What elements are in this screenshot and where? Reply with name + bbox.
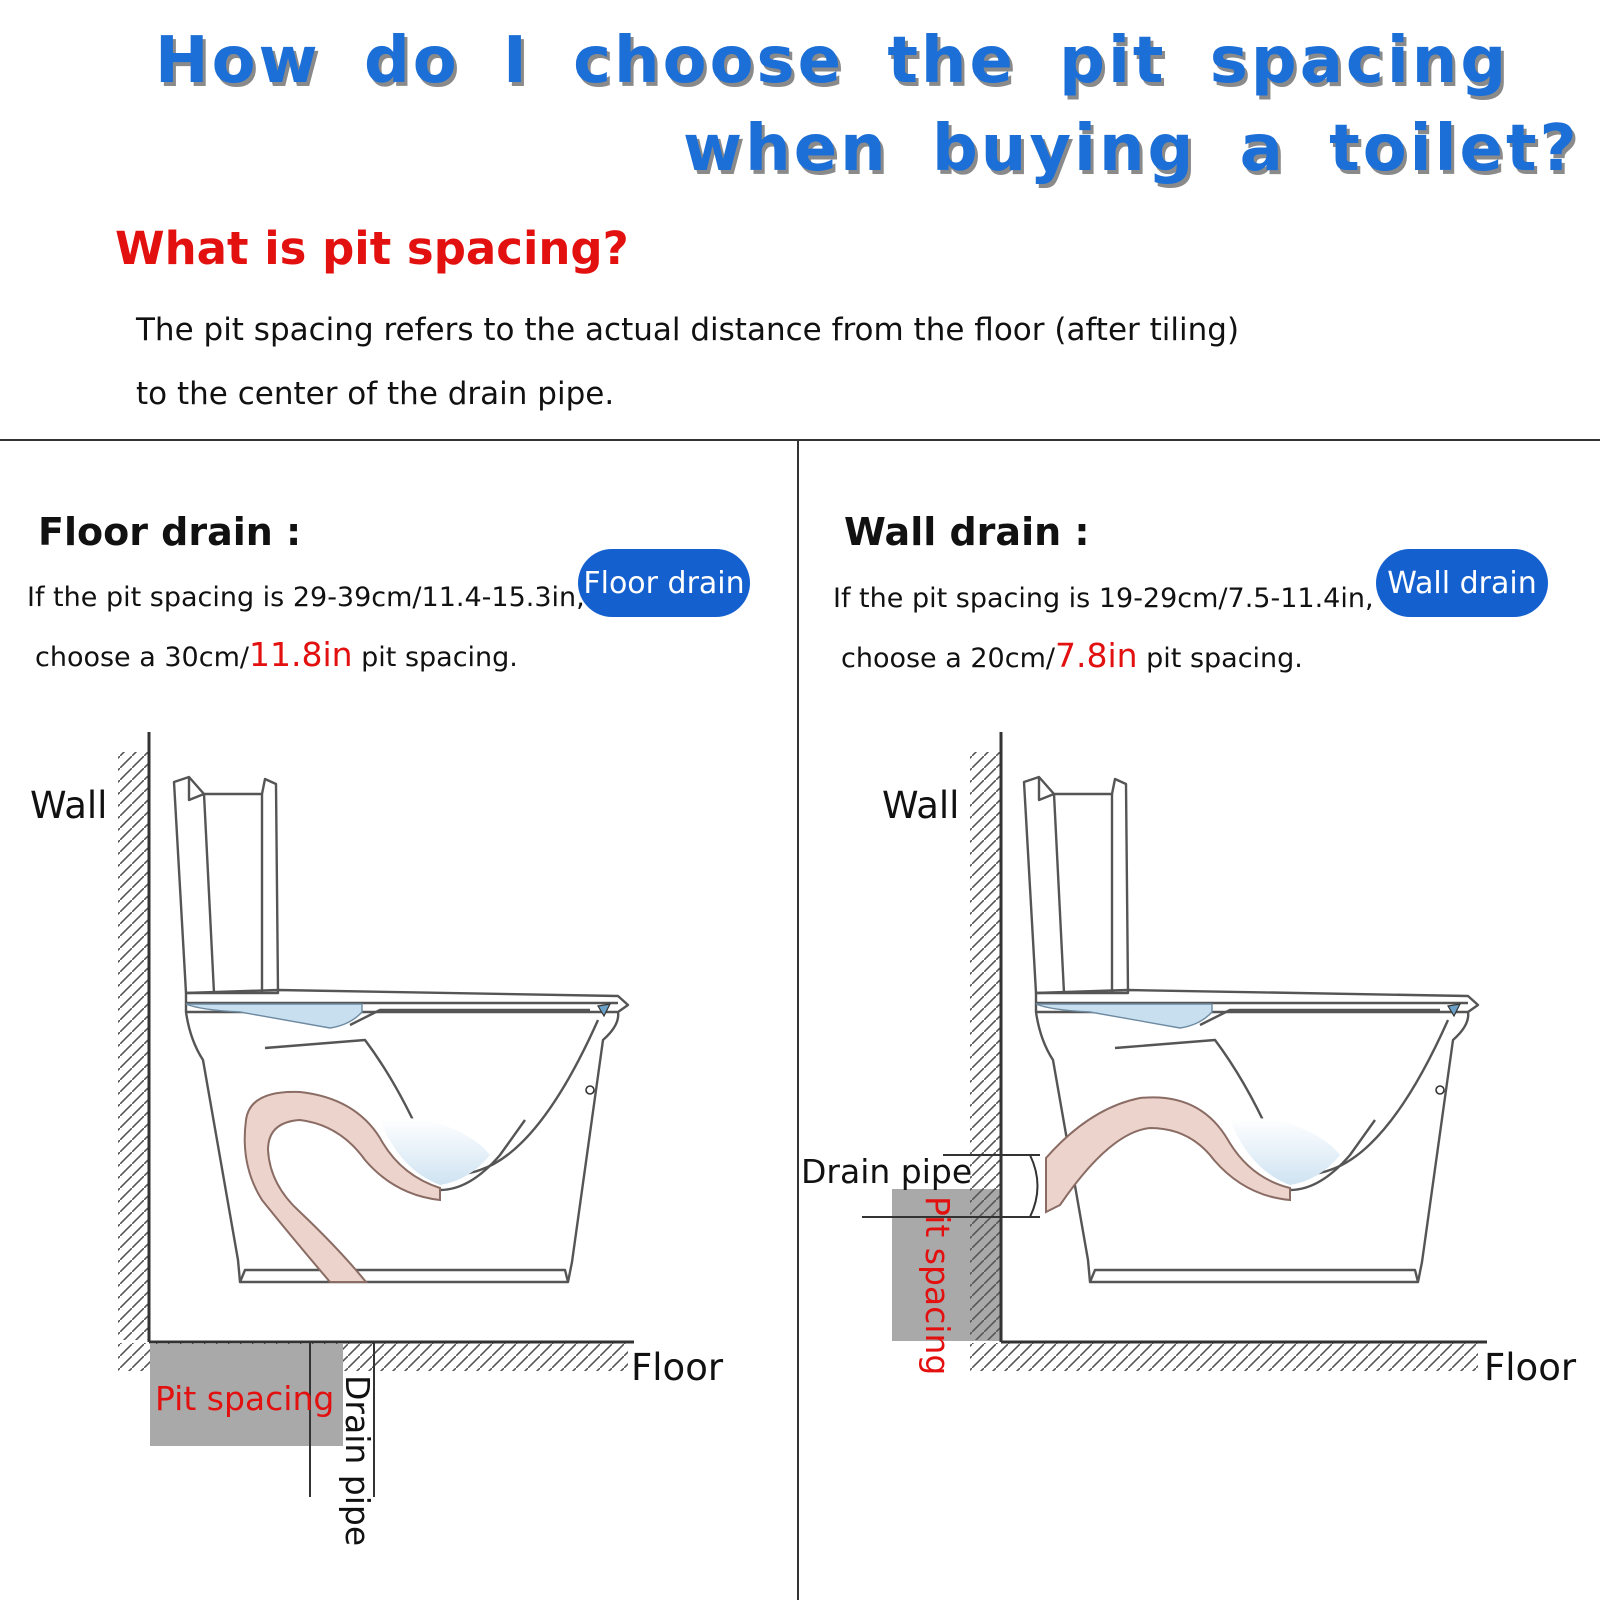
floor-drain-heading: Floor drain : [38, 510, 302, 554]
floor-drain-diagram: Wall Floor Pit spacing Drain pipe [30, 732, 724, 1546]
left-pit-spacing-label: Pit spacing [155, 1379, 334, 1418]
right-trap-pipe [1045, 1096, 1291, 1214]
wall-drain-diagram: Wall Floor Drain pipe Pit spacing [801, 732, 1577, 1389]
right-hinge-dot [1435, 1085, 1445, 1095]
description-line-1: The pit spacing refers to the actual dis… [136, 312, 1240, 348]
right-pipe-end [1029, 1154, 1039, 1218]
right-tank-water [1035, 1003, 1213, 1029]
right-wall-hatch [970, 752, 1000, 1340]
right-flush-button-icon [1447, 1003, 1462, 1018]
left-hinge-dot [585, 1085, 595, 1095]
wall-drain-text-2: choose a 20cm/7.8in pit spacing. [841, 636, 1303, 675]
right-bowl-water [1230, 1118, 1340, 1185]
right-toilet-icon [1022, 775, 1480, 1284]
floor-drain-highlight: 11.8in [248, 635, 353, 674]
wall-drain-text-1: If the pit spacing is 19-29cm/7.5-11.4in… [833, 583, 1374, 614]
left-tank-water [185, 1003, 363, 1029]
wall-drain-badge: Wall drain [1376, 549, 1548, 617]
wall-drain-highlight: 7.8in [1054, 636, 1138, 675]
left-wall-hatch [118, 752, 148, 1340]
right-floor-label: Floor [1484, 1346, 1577, 1389]
description-line-2: to the center of the drain pipe. [136, 376, 615, 412]
right-pit-spacing-label: Pit spacing [918, 1196, 957, 1375]
left-floor-label: Floor [631, 1346, 724, 1389]
left-flush-button-icon [597, 1003, 612, 1018]
question-heading: What is pit spacing? [115, 222, 629, 275]
left-wall-label: Wall [30, 784, 107, 827]
left-trap-pipe [243, 1090, 441, 1283]
title-line-1: How do I choose the pit spacing [155, 24, 1510, 98]
floor-drain-text-2: choose a 30cm/11.8in pit spacing. [35, 635, 518, 674]
horizontal-divider [0, 439, 1600, 441]
wall-drain-heading: Wall drain : [844, 510, 1090, 554]
right-floor-hatch [970, 1343, 1478, 1371]
floor-drain-text-1: If the pit spacing is 29-39cm/11.4-15.3i… [27, 582, 585, 613]
left-toilet-icon [172, 775, 630, 1284]
right-wall-label: Wall [882, 784, 959, 827]
vertical-divider [797, 439, 799, 1600]
right-drain-pipe-label: Drain pipe [801, 1152, 972, 1191]
left-bowl-water [380, 1118, 490, 1185]
title-line-2: when buying a toilet? [683, 112, 1580, 186]
floor-drain-badge: Floor drain [578, 549, 750, 617]
left-drain-pipe-label: Drain pipe [338, 1375, 377, 1546]
